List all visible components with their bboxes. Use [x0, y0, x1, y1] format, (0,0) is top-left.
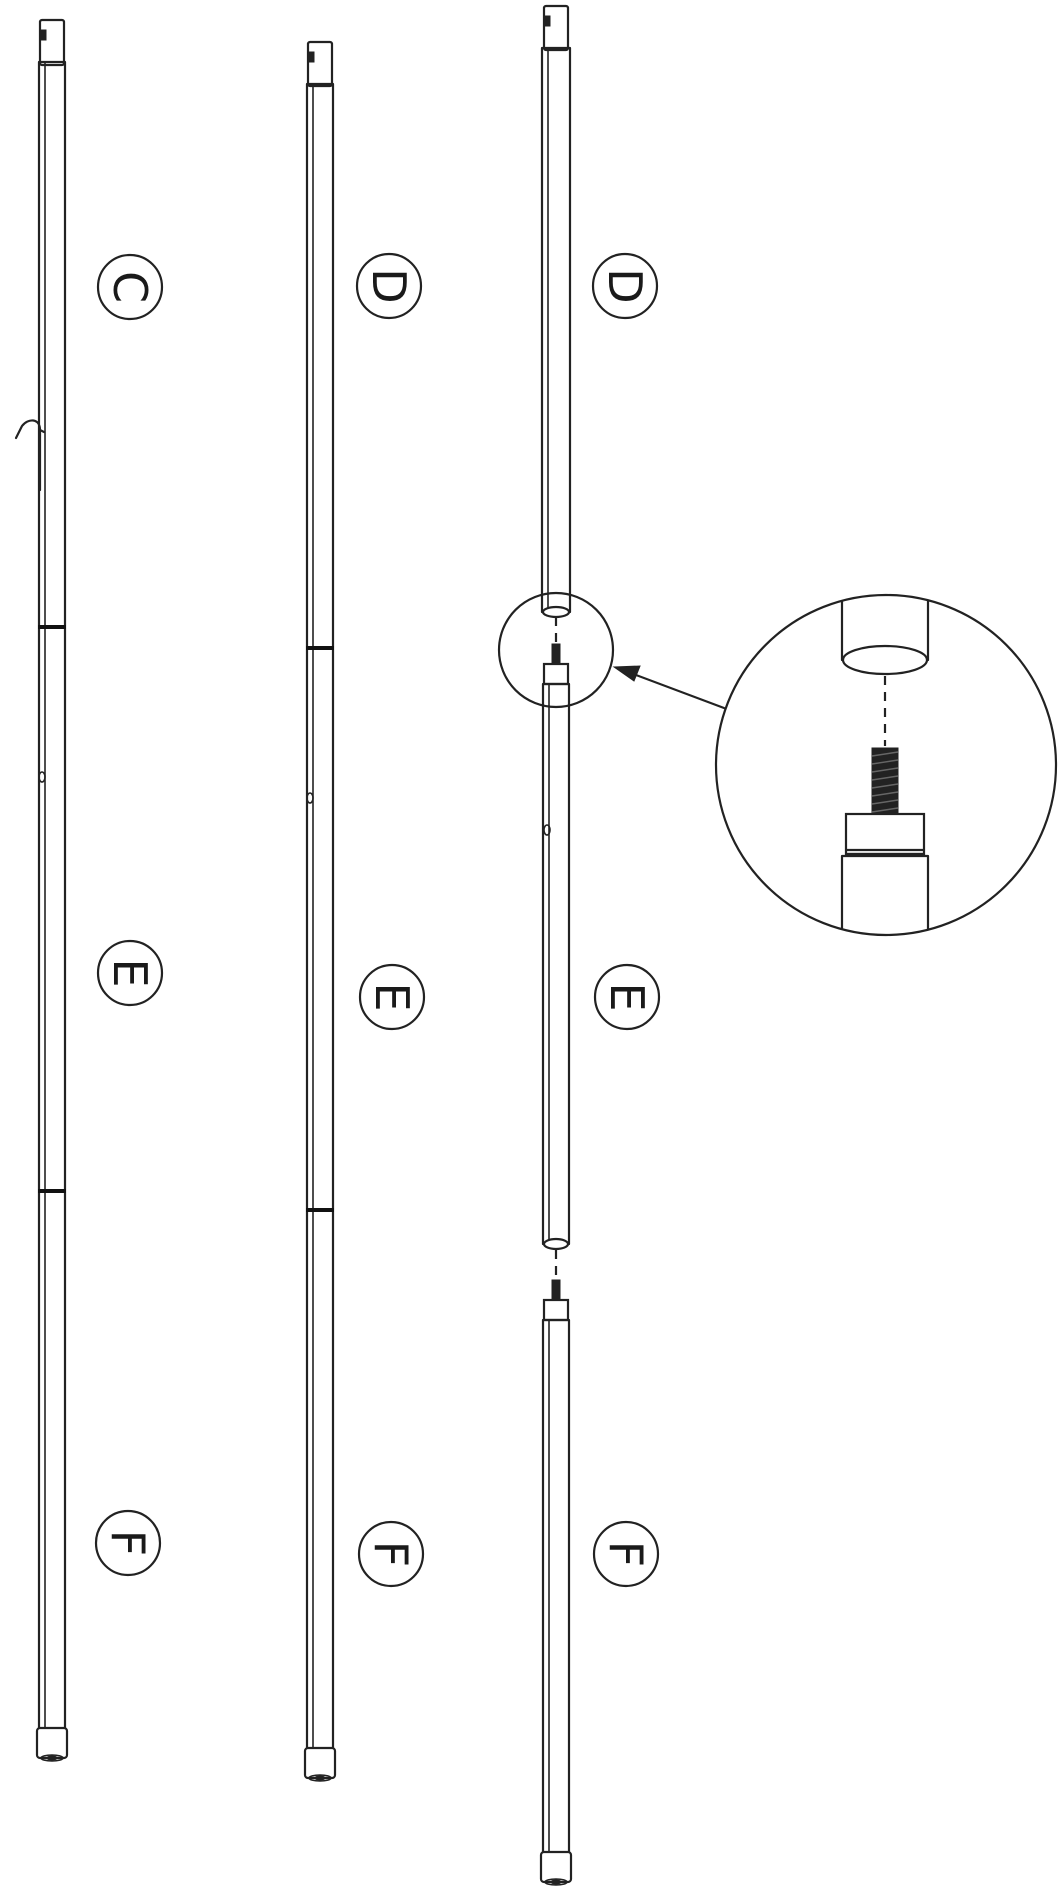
pole-3-hole	[543, 824, 551, 836]
svg-text:D: D	[362, 268, 416, 303]
pole-1-foot-cap	[35, 1726, 69, 1762]
leader-arrow	[612, 665, 726, 710]
pole-column-1	[14, 18, 69, 1762]
pole-3-foot-cap	[539, 1850, 573, 1886]
pole-column-2	[303, 40, 337, 1782]
pole-1-tube	[37, 60, 67, 1734]
callout-e-1: E	[96, 939, 164, 1007]
detail-zoom-circle	[714, 593, 1058, 937]
pole-3-section-e-collar	[542, 662, 570, 686]
pole-2-hole	[306, 792, 314, 804]
threaded-stud-upper	[551, 643, 561, 665]
magnify-detail-circle	[497, 591, 615, 709]
pole-1-hole	[38, 771, 46, 783]
pole-3-section-d	[540, 46, 572, 614]
pole-2-tube	[305, 82, 335, 1754]
detail-threaded-stud	[871, 747, 899, 815]
svg-text:E: E	[103, 958, 157, 987]
callout-f-1: F	[94, 1509, 162, 1577]
svg-text:F: F	[364, 1541, 418, 1567]
pole-column-3	[497, 4, 615, 1886]
detail-tube-opening	[841, 644, 929, 676]
pole-3-top-cap	[542, 4, 570, 52]
svg-text:F: F	[101, 1530, 155, 1556]
svg-text:F: F	[599, 1541, 653, 1567]
callout-c: C	[96, 253, 164, 321]
svg-text:D: D	[598, 268, 652, 303]
svg-text:C: C	[103, 271, 157, 303]
pole-2-top-cap	[306, 40, 334, 88]
pole-3-section-f	[541, 1318, 571, 1858]
callout-f-3: F	[592, 1520, 660, 1588]
svg-text:E: E	[600, 982, 654, 1011]
callout-d-2: D	[591, 252, 659, 320]
detail-zoom	[714, 593, 1058, 937]
pole-2-foot-cap	[303, 1746, 337, 1782]
threaded-stud-lower	[551, 1279, 561, 1301]
hook-icon	[14, 419, 42, 492]
pole-1-top-cap	[38, 18, 66, 67]
pole-3-section-e	[541, 682, 571, 1246]
callout-e-2: E	[358, 963, 426, 1031]
svg-text:E: E	[365, 982, 419, 1011]
pole-3-section-f-collar	[542, 1298, 570, 1322]
callout-e-3: E	[593, 963, 661, 1031]
callout-f-2: F	[357, 1520, 425, 1588]
callout-d-1: D	[355, 252, 423, 320]
